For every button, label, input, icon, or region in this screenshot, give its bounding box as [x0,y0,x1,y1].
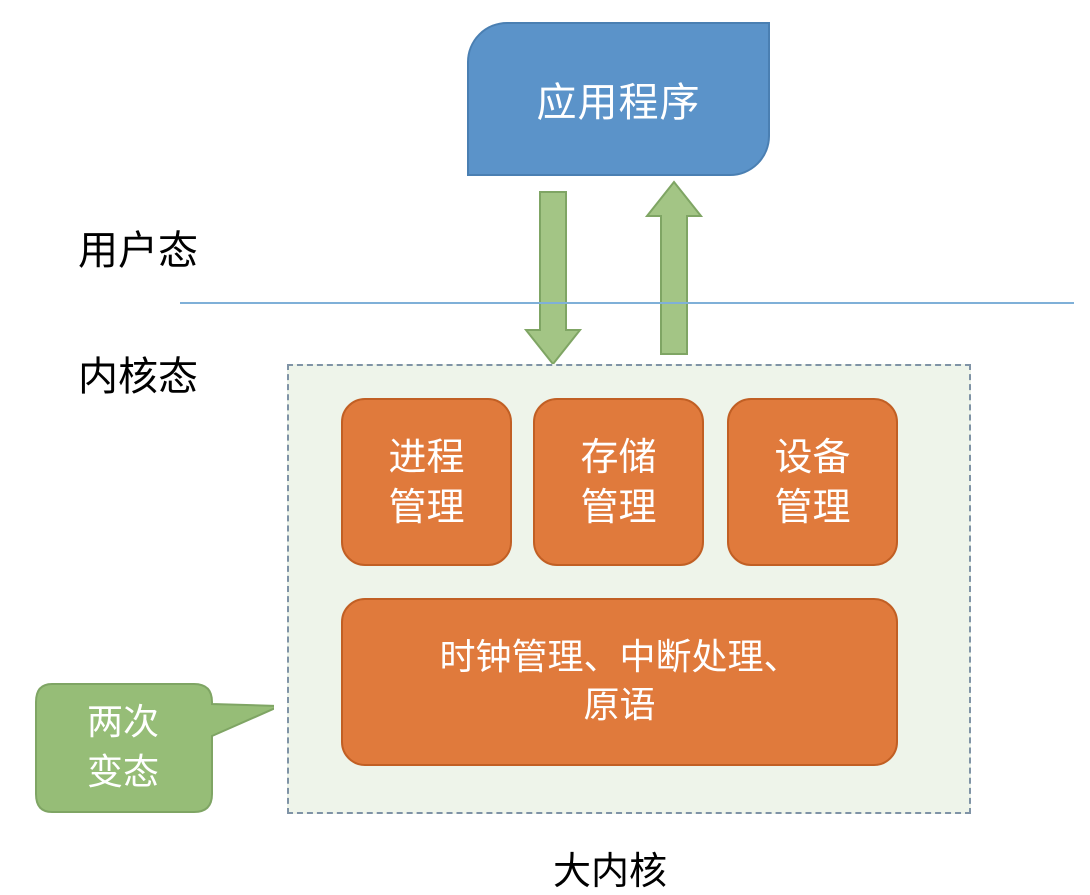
up-arrow [644,180,704,355]
kernel-mode-label: 内核态 [78,354,198,400]
application-box: 应用程序 [467,22,770,176]
memory-management-box: 存储 管理 [533,398,704,566]
down-arrow [523,191,583,366]
user-mode-label: 用户态 [78,228,198,274]
callout-shape [35,683,274,813]
syscall-arrows [523,180,704,366]
process-management-box: 进程 管理 [341,398,512,566]
clock-interrupt-primitives-box: 时钟管理、中断处理、 原语 [341,598,898,766]
device-management-box: 设备 管理 [727,398,898,566]
mode-divider-line [180,302,1074,304]
callout-bubble: 两次 变态 [34,682,274,822]
application-label: 应用程序 [536,80,701,126]
diagram-caption: 大内核 [552,849,667,893]
callout-label: 两次 变态 [86,701,159,793]
